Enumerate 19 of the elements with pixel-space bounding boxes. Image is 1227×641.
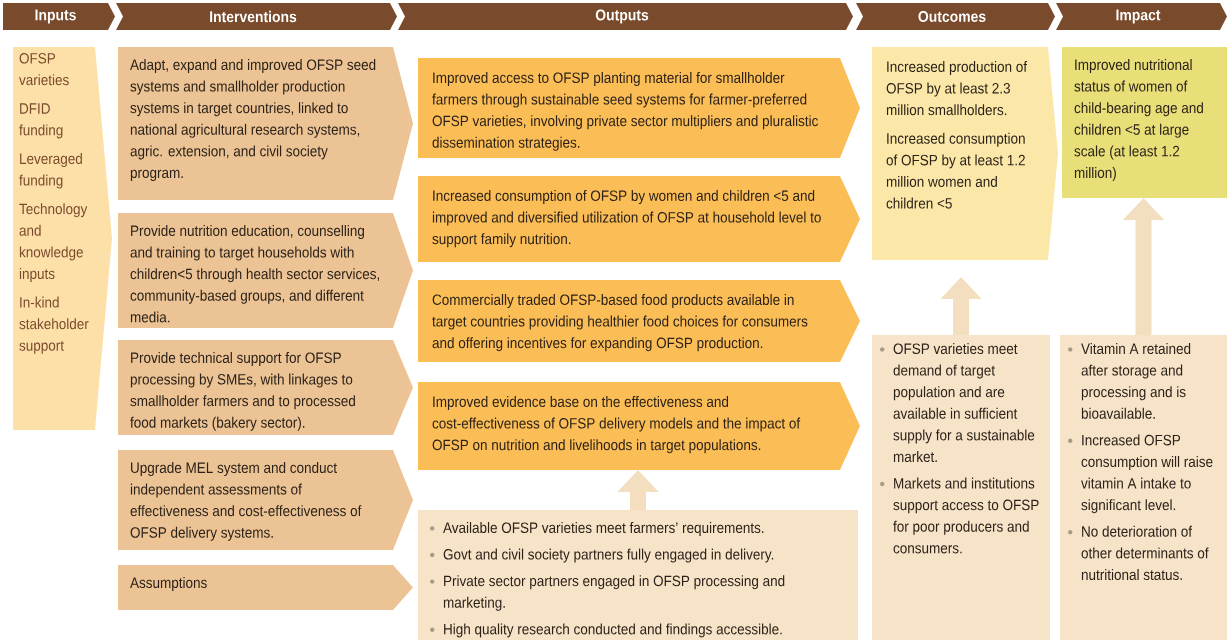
process-box: Assumptions [118, 565, 413, 610]
assumptions-box: Vitamin A retained after storage and processing and is bioavailable. Increased OFSP consumption will raise vitamin A intake to significant level. No deterioration of other determinants of nutritional status. [1060, 335, 1227, 640]
process-box: Provide technical support for OFSP processing by SMEs, with linkages to smallholder farmers and to processed food markets (bakery sector). [118, 340, 413, 435]
column-header: Impact [1056, 3, 1227, 30]
process-box: Commercially traded OFSP-based food products available in target countries providing healthier food choices for consumers and offering incentives for expanding OFSP production. [418, 280, 860, 362]
column-header: Outcomes [856, 3, 1055, 30]
text-box: Increased production of OFSP by at least 2.3 million smallholders. Increased consumption of OFSP by at least 1.2 million women and children <5 [872, 47, 1058, 260]
process-box: Improved evidence base on the effectiveness and cost-effectiveness of OFSP delivery models and the impact of OFSP on nutrition and livelihoods in target populations. [418, 382, 860, 470]
process-box: Increased consumption of OFSP by women and children <5 and improved and diversified utilization of OFSP at household level to support family nutrition. [418, 176, 860, 262]
column-header: Outputs [398, 3, 853, 30]
column-header: Inputs [3, 3, 115, 30]
process-box: Provide nutrition education, counselling and training to target households with children<5 through health sector services, community-based groups, and different media. [118, 213, 413, 328]
process-box: Improved nutritional status of women of child-bearing age and children <5 at large scale (at least 1.2 million) [1062, 47, 1227, 198]
process-box: Upgrade MEL system and conduct independent assessments of effectiveness and cost-effectiveness of OFSP delivery systems. [118, 450, 413, 550]
assumptions-box: Available OFSP varieties meet farmers’ requirements. Govt and civil society partners fully engaged in delivery. Private sector partners engaged in OFSP processing and marketing. High quality research conducted and findings accessible. [418, 510, 858, 640]
assumptions-box: OFSP varieties meet demand of target population and are available in sufficient supply for a sustainable market. Markets and institutions support access to OFSP for poor producers and consumers. [872, 335, 1050, 640]
process-box: Improved access to OFSP planting material for smallholder farmers through sustainable seed systems for farmer-preferred OFSP varieties, involving private sector multipliers and pluralistic dissemination strategies. [418, 58, 860, 158]
text-box: OFSP varieties DFID funding Leveraged funding Technology and knowledge inputs In-kind stakeholder support [13, 47, 112, 430]
process-box: Adapt, expand and improved OFSP seed systems and smallholder production systems in target countries, linked to national agricultural research systems, agric. extension, and civil society program. [118, 47, 413, 200]
